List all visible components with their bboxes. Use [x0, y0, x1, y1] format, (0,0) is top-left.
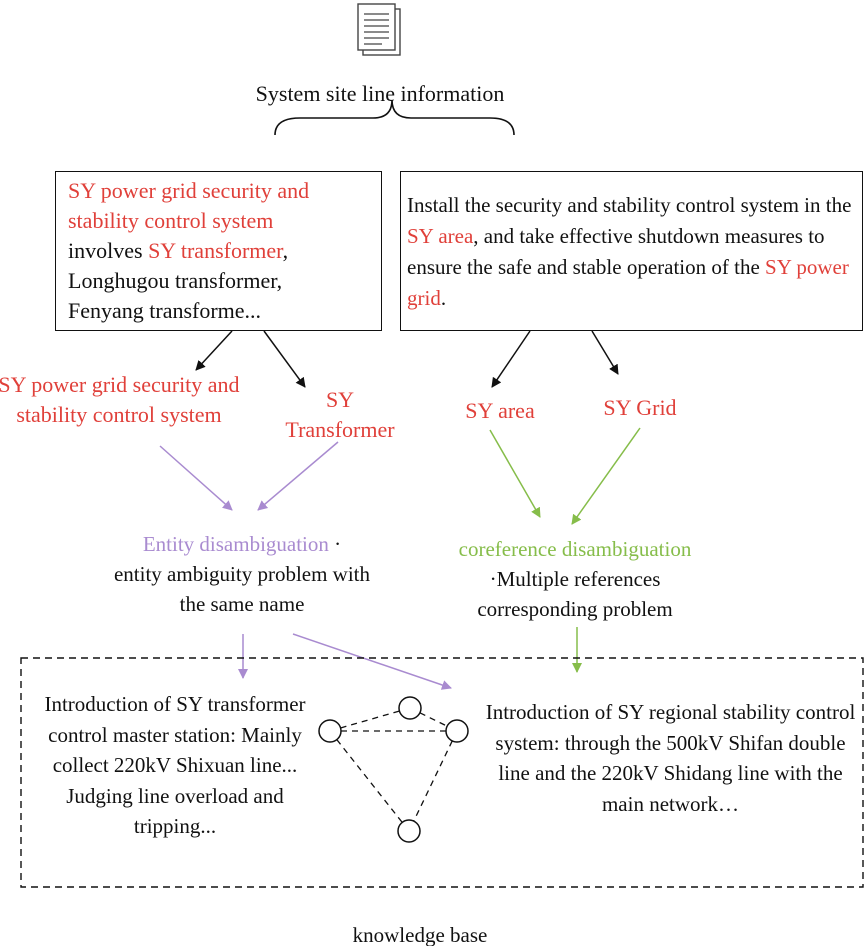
- kb-right-text: Introduction of SY regional stability co…: [485, 700, 856, 816]
- source-title: System site line information: [255, 81, 505, 106]
- coreference-disambiguation-block: coreference disambiguation ·Multiple ref…: [420, 534, 730, 624]
- entity-sy-transformer: SY Transformer: [285, 387, 395, 442]
- arrow-left-box-to-transformer: [263, 330, 306, 388]
- right-source-box: Install the security and stability contr…: [400, 171, 863, 331]
- arrow-system-to-entity-disamb: [159, 445, 233, 511]
- entity-security-system: SY power grid security and stability con…: [0, 372, 240, 427]
- left-box-text-3: Longhugou transformer,: [68, 268, 283, 293]
- network-graph-icon: [318, 696, 469, 843]
- arrow-entity-disamb-to-kb-right: [292, 633, 452, 690]
- right-box-red-text-1: SY area: [407, 224, 474, 248]
- arrow-right-box-to-grid: [591, 330, 619, 375]
- document-stack-icon: [357, 3, 401, 56]
- coreference-disambiguation-title: coreference disambiguation: [458, 537, 692, 561]
- left-box-text-4: Fenyang transforme...: [68, 298, 262, 323]
- right-box-red-text-2: SY power grid: [407, 255, 849, 310]
- left-source-box: SY power grid security and stability con…: [55, 171, 382, 331]
- knowledge-base-border: [20, 657, 864, 888]
- entity-disambiguation-dot: ·: [328, 532, 342, 556]
- arrow-right-box-to-area: [491, 330, 531, 388]
- left-box-red-text-2: SY transformer: [148, 238, 283, 263]
- right-box-text-3: .: [440, 286, 447, 310]
- coreference-disambiguation-desc: ·Multiple references corresponding probl…: [477, 567, 673, 621]
- right-box-text-1: Install the security and stability contr…: [407, 193, 852, 217]
- arrow-transformer-to-entity-disamb: [257, 441, 339, 511]
- left-box-text-2: ,: [282, 238, 289, 263]
- arrow-area-to-coref: [489, 429, 541, 518]
- entity-disambiguation-block: Entity disambiguation · entity ambiguity…: [92, 529, 392, 619]
- entity-sy-area: SY area: [465, 398, 535, 423]
- knowledge-base-label: knowledge base: [352, 923, 488, 946]
- entity-disambiguation-desc: entity ambiguity problem with the same n…: [113, 562, 371, 616]
- arrow-left-box-to-system: [195, 330, 233, 371]
- kb-left-text: Introduction of SY transformer control m…: [44, 692, 306, 838]
- arrow-grid-to-coref: [571, 427, 641, 525]
- entity-sy-grid: SY Grid: [603, 395, 677, 420]
- right-box-text-2: , and take effective shutdown measures t…: [407, 224, 825, 279]
- entity-disambiguation-title: Entity disambiguation: [142, 532, 329, 556]
- left-box-text-1: involves: [68, 238, 143, 263]
- curly-brace: [274, 99, 515, 136]
- left-box-red-text-1: SY power grid security and stability con…: [68, 178, 310, 233]
